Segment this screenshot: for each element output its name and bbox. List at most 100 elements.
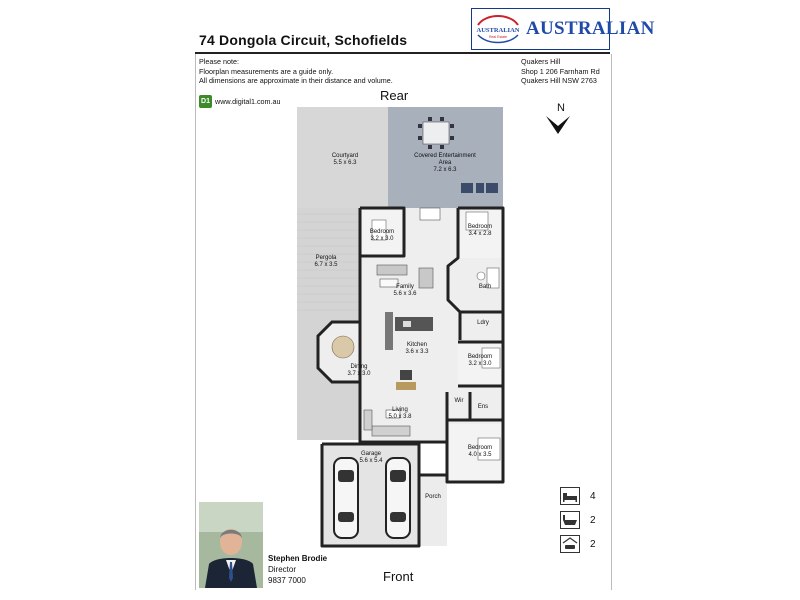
rear-label: Rear xyxy=(380,88,409,103)
room-living: Living 5.0 x 3.8 xyxy=(375,407,425,421)
room-entertainment-name: Covered Entertainment xyxy=(414,153,476,159)
listing-title: 74 Dongola Circuit, Schofields xyxy=(199,32,408,48)
room-bedroom-4: Bedroom 4.0 x 3.5 xyxy=(460,445,500,459)
agent-portrait-icon xyxy=(199,502,263,588)
agent-name: Stephen Brodie xyxy=(268,554,328,563)
room-entertainment-name2: Area xyxy=(438,160,452,166)
kitchen-island xyxy=(385,312,433,350)
bath-fixtures xyxy=(476,267,500,289)
disclaimer-heading: Please note: xyxy=(199,57,239,66)
header-rule xyxy=(195,52,610,54)
room-garage: Garage 5.6 x 5.4 xyxy=(346,451,396,465)
outdoor-table xyxy=(418,117,454,149)
room-kitchen-dims: 3.6 x 3.3 xyxy=(405,349,429,355)
room-bedroom-3-dims: 3.2 x 3.0 xyxy=(468,361,492,367)
agent-role: Director xyxy=(268,565,297,574)
website-url[interactable]: www.digital1.com.au xyxy=(215,97,281,106)
page-frame xyxy=(195,54,612,590)
digital1-logo-icon: D1 xyxy=(199,95,212,108)
room-dining: Dining 3.7 x 3.0 xyxy=(334,364,384,378)
dining-table xyxy=(331,335,355,359)
room-courtyard: Courtyard 5.5 x 6.3 xyxy=(320,153,370,167)
room-wir-name: Wir xyxy=(454,398,464,404)
room-bedroom-2-dims: 3.4 x 2.8 xyxy=(468,231,492,237)
car-space-count: 2 xyxy=(560,532,602,556)
room-pergola-dims: 6.7 x 3.5 xyxy=(314,262,338,268)
room-pergola: Pergola 6.7 x 3.5 xyxy=(301,255,351,269)
office-suburb: Quakers Hill xyxy=(521,57,561,66)
room-laundry: Ldry xyxy=(468,320,498,327)
study-desk xyxy=(419,207,441,221)
room-family: Family 5.6 x 3.6 xyxy=(380,284,430,298)
disclaimer-line-1: Floorplan measurements are a guide only. xyxy=(199,66,334,76)
room-laundry-name: Ldry xyxy=(477,320,489,326)
website-link[interactable]: D1 www.digital1.com.au xyxy=(199,95,281,108)
outdoor-lounge xyxy=(461,183,498,193)
brand-logo: AUSTRALIAN Real Estate AUSTRALIAN xyxy=(471,8,654,50)
north-letter: N xyxy=(557,102,565,114)
disclaimer: Please note: Floorplan measurements are … xyxy=(199,57,393,86)
room-bedroom-1-name: Bedroom xyxy=(369,229,395,235)
front-label: Front xyxy=(383,569,414,584)
room-bedroom-3-name: Bedroom xyxy=(467,354,493,360)
room-bath: Bath xyxy=(470,284,500,291)
courtyard-area xyxy=(297,107,388,208)
room-bedroom-2: Bedroom 3.4 x 2.8 xyxy=(460,224,500,238)
office-street: Shop 1 206 Farnham Rd xyxy=(521,66,600,76)
room-bedroom-3: Bedroom 3.2 x 3.0 xyxy=(460,354,500,368)
room-courtyard-name: Courtyard xyxy=(331,153,359,159)
beds xyxy=(371,211,501,461)
room-family-name: Family xyxy=(396,284,414,290)
tv-unit xyxy=(396,382,416,390)
car-space-count-value: 2 xyxy=(590,538,596,550)
room-bedroom-4-dims: 4.0 x 3.5 xyxy=(468,452,492,458)
room-bedroom-1: Bedroom 3.2 x 3.0 xyxy=(362,229,402,243)
room-living-name: Living xyxy=(392,407,408,413)
bathtub-icon xyxy=(560,511,580,529)
badge-text: AUSTRALIAN xyxy=(477,27,520,34)
room-pergola-name: Pergola xyxy=(315,255,337,261)
bathroom-count-value: 2 xyxy=(590,514,596,526)
office-locality: Quakers Hill NSW 2763 xyxy=(521,76,597,85)
kitchen-stool xyxy=(400,370,412,380)
agent-phone[interactable]: 9837 7000 xyxy=(268,576,306,585)
room-bath-name: Bath xyxy=(478,284,492,290)
room-wir: Wir xyxy=(448,398,470,405)
room-kitchen-name: Kitchen xyxy=(406,342,427,348)
office-address: Quakers Hill Shop 1 206 Farnham Rd Quake… xyxy=(521,57,600,86)
bedroom-count-value: 4 xyxy=(590,490,596,502)
room-entertainment-dims: 7.2 x 6.3 xyxy=(433,167,457,173)
north-arrow-icon: N xyxy=(546,102,570,134)
brand-wordmark: AUSTRALIAN xyxy=(526,18,655,39)
room-ensuite-name: Ens xyxy=(477,404,489,410)
feature-stats: 4 2 2 xyxy=(560,484,602,556)
room-garage-name: Garage xyxy=(360,451,381,457)
bed-icon xyxy=(560,487,580,505)
disclaimer-line-2: All dimensions are approximate in their … xyxy=(199,76,393,85)
porch-floor xyxy=(419,475,447,546)
badge-subtext: Real Estate xyxy=(489,35,507,39)
room-courtyard-dims: 5.5 x 6.3 xyxy=(333,160,357,166)
room-garage-dims: 5.6 x 5.4 xyxy=(359,458,383,464)
room-porch: Porch xyxy=(419,494,447,501)
room-family-dims: 5.6 x 3.6 xyxy=(393,291,417,297)
living-furniture xyxy=(363,409,411,437)
family-sofa xyxy=(376,264,434,289)
agent-photo xyxy=(199,502,263,588)
agent-details: Stephen Brodie Director 9837 7000 xyxy=(268,553,327,586)
car-garage-icon xyxy=(560,535,580,553)
bathroom-count: 2 xyxy=(560,508,602,532)
room-entertainment: Covered Entertainment Area 7.2 x 6.3 xyxy=(406,153,484,174)
room-porch-name: Porch xyxy=(425,494,441,500)
room-bedroom-1-dims: 3.2 x 3.0 xyxy=(370,236,394,242)
room-dining-name: Dining xyxy=(350,364,368,370)
room-ensuite: Ens xyxy=(472,404,494,411)
room-kitchen: Kitchen 3.6 x 3.3 xyxy=(392,342,442,356)
walls xyxy=(320,206,505,548)
room-living-dims: 5.0 x 3.8 xyxy=(388,414,412,420)
room-bedroom-4-name: Bedroom xyxy=(467,445,493,451)
brand-badge-icon: AUSTRALIAN Real Estate xyxy=(477,15,520,44)
bedroom-count: 4 xyxy=(560,484,602,508)
room-bedroom-2-name: Bedroom xyxy=(467,224,493,230)
